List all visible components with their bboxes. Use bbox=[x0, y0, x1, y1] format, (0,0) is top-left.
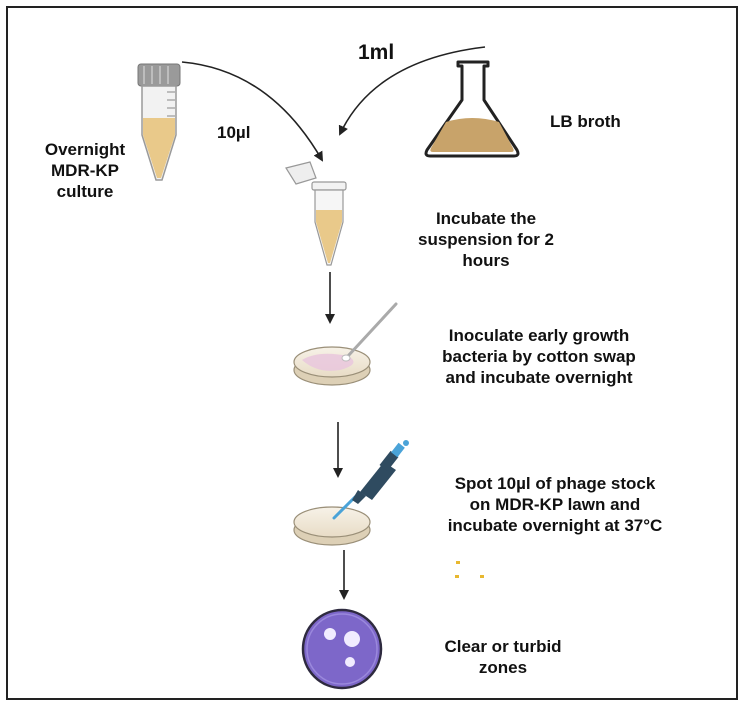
pipette-icon bbox=[332, 440, 409, 520]
culture-label-line2: MDR-KP bbox=[51, 161, 119, 180]
pipette-plate-icon bbox=[293, 506, 371, 546]
diagram-frame bbox=[6, 6, 738, 700]
culture-label: Overnight MDR-KP culture bbox=[30, 139, 140, 202]
step-spot-line2: on MDR-KP lawn and bbox=[469, 495, 641, 514]
arrow-broth-to-tube bbox=[338, 46, 486, 136]
step-spot-label: Spot 10µl of phage stock on MDR-KP lawn … bbox=[420, 473, 690, 536]
step-incubate-line3: hours bbox=[462, 251, 510, 270]
arrow-culture-to-tube bbox=[181, 61, 324, 162]
culture-label-line1: Overnight bbox=[44, 140, 126, 159]
result-label: Clear or turbid zones bbox=[418, 636, 588, 678]
swab-plate-icon bbox=[293, 302, 398, 386]
step-inoculate-line1: Inoculate early growth bbox=[448, 326, 630, 345]
volume-broth-label: 1ml bbox=[358, 41, 395, 64]
result-line2: zones bbox=[478, 658, 528, 677]
suspension-tube-icon bbox=[285, 161, 347, 266]
decorative-dots bbox=[455, 561, 484, 578]
result-line1: Clear or turbid bbox=[444, 637, 562, 656]
culture-tube-icon bbox=[137, 63, 181, 181]
culture-label-line3: culture bbox=[56, 182, 114, 201]
step-inoculate-line2: bacteria by cotton swap bbox=[442, 347, 636, 366]
step-incubate-line2: suspension for 2 bbox=[417, 230, 555, 249]
broth-label: LB broth bbox=[550, 112, 621, 131]
step-incubate-line1: Incubate the bbox=[435, 209, 537, 228]
step-inoculate-label: Inoculate early growth bacteria by cotto… bbox=[414, 325, 664, 388]
step-inoculate-line3: and incubate overnight bbox=[445, 368, 633, 387]
flask-icon bbox=[424, 60, 520, 158]
step-spot-line3: incubate overnight at 37°C bbox=[447, 516, 663, 535]
step-spot-line1: Spot 10µl of phage stock bbox=[454, 474, 656, 493]
step-incubate-label: Incubate the suspension for 2 hours bbox=[396, 208, 576, 271]
result-plate-icon bbox=[301, 608, 383, 690]
volume-culture-label: 10µl bbox=[217, 123, 251, 142]
